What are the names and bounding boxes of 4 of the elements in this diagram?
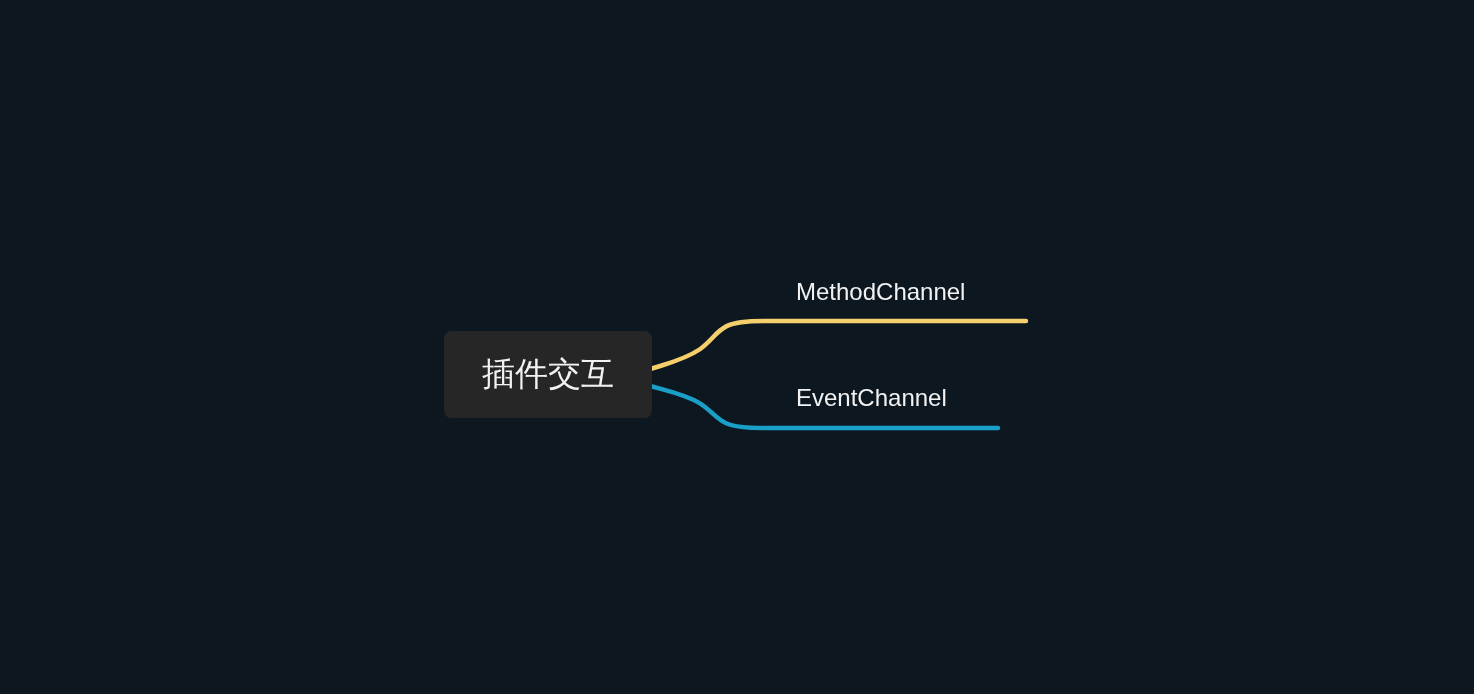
topic-label: 插件交互 xyxy=(482,353,614,395)
topic-box xyxy=(444,331,652,418)
branch-label: MethodChannel xyxy=(796,278,966,306)
branch-label: EventChannel xyxy=(796,384,947,412)
